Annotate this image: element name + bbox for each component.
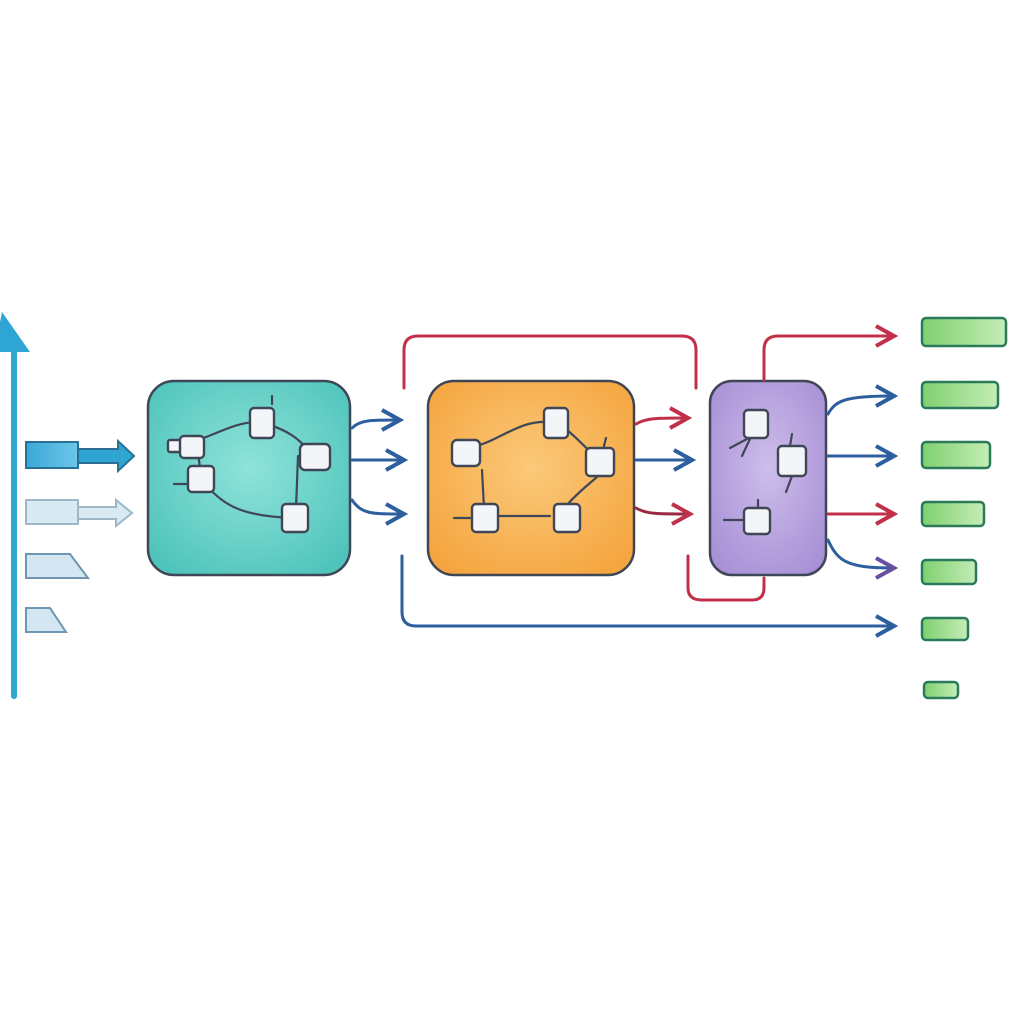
- square-node-icon: [742, 408, 770, 440]
- input-small-parallelogram: [25, 607, 68, 633]
- output-bar-7: [922, 680, 960, 700]
- input-parallelogram: [25, 553, 90, 579]
- input-items: [25, 438, 136, 633]
- square-node-icon: [280, 502, 310, 534]
- square-node-icon: [542, 406, 570, 440]
- output-bar-3: [920, 440, 992, 470]
- output-bars: [920, 316, 1008, 700]
- square-node-icon: [450, 438, 482, 468]
- output-bar-4: [920, 500, 986, 528]
- module2-to-module3-connectors: [634, 418, 692, 514]
- square-node-icon: [742, 506, 772, 536]
- output-bar-5: [920, 558, 978, 586]
- output-bar-6: [920, 616, 970, 642]
- square-node-icon: [552, 502, 582, 534]
- orange-network-module: [426, 379, 636, 577]
- module3-output-connectors: [762, 336, 894, 568]
- square-node-icon: [186, 464, 216, 494]
- red-return-loop: [686, 554, 766, 602]
- square-node-icon: [178, 434, 206, 460]
- square-node-icon: [584, 446, 616, 478]
- output-bar-2: [920, 380, 1000, 410]
- input-bold-arrow: [25, 438, 136, 474]
- input-faded-arrow: [25, 497, 134, 529]
- square-node-icon: [298, 442, 332, 472]
- teal-network-module: [146, 379, 352, 577]
- blue-bypass-path: [400, 554, 894, 626]
- purple-network-module: [708, 379, 828, 577]
- up-arrow-icon: [0, 312, 30, 352]
- output-bar-1: [920, 316, 1008, 348]
- red-bypass-loop: [402, 334, 698, 390]
- module1-to-module2-connectors: [350, 420, 404, 514]
- square-node-icon: [776, 444, 808, 478]
- input-axis-arrow: [0, 312, 30, 699]
- square-node-icon: [248, 406, 276, 440]
- square-node-icon: [470, 502, 500, 534]
